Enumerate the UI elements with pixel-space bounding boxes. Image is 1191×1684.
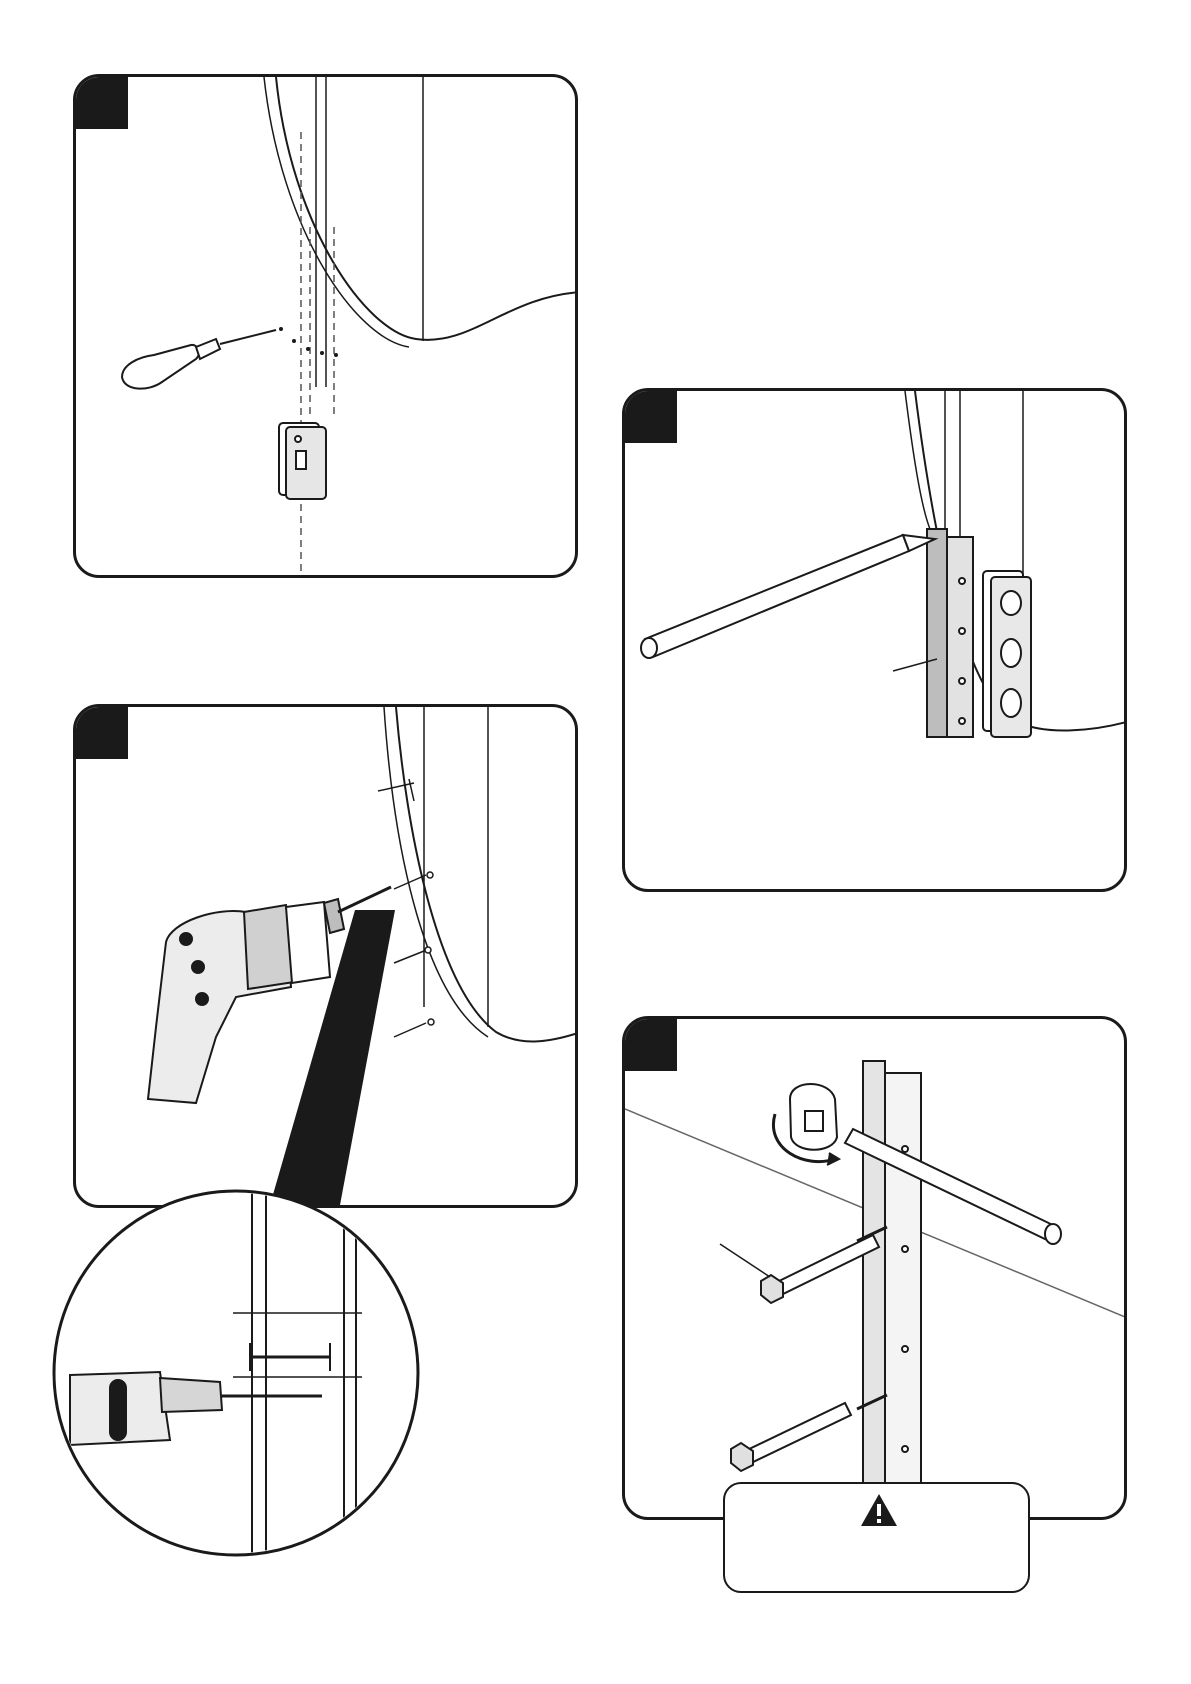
step-level-bracket	[622, 388, 1127, 892]
level-icon	[983, 571, 1031, 737]
warning-box	[723, 1482, 1030, 1593]
callout-line	[720, 1244, 770, 1277]
wall-switch-icon	[279, 423, 326, 499]
step-lag-bolt-illustration	[625, 1019, 1127, 1520]
warning-triangle-icon	[725, 1484, 1032, 1595]
step-drill-pilot-holes	[73, 704, 578, 1208]
step-mark-stud-illustration	[76, 77, 578, 578]
drill-closeup-icon	[70, 1372, 322, 1445]
step-drill-illustration	[76, 707, 578, 1208]
wall-bracket	[927, 529, 973, 737]
awl-icon	[122, 330, 276, 389]
pencil-icon	[641, 535, 935, 658]
wall-bracket	[863, 1061, 921, 1501]
step-mark-stud	[73, 74, 578, 578]
drill-icon	[148, 887, 391, 1103]
step-level-bracket-illustration	[625, 391, 1127, 892]
step-drive-lag-bolts	[622, 1016, 1127, 1520]
